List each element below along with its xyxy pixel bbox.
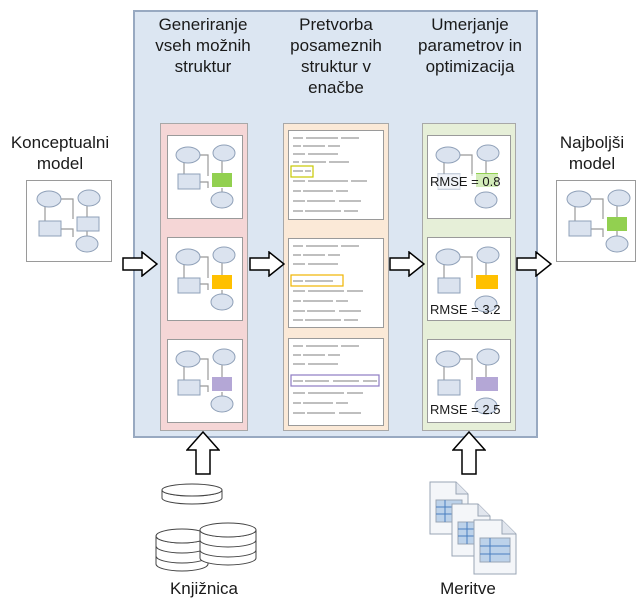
best-model-diagram-icon: [566, 189, 631, 253]
calibrated-structure-card: RMSE = 0.8: [427, 135, 511, 219]
calibrated-structure-card: RMSE = 3.2: [427, 237, 511, 321]
structure-orange-icon: [175, 246, 236, 311]
arrow-right-icon: [389, 251, 425, 277]
best-model-card: [556, 180, 636, 262]
arrow-up-icon: [452, 431, 486, 475]
structure-purple-icon: [435, 348, 500, 415]
structure-purple-icon: [175, 348, 236, 413]
arrow-up-icon: [186, 431, 220, 475]
structure-card: [167, 135, 243, 219]
conceptual-model-card: [26, 180, 112, 262]
column-heading-generation: Generiranje vseh možnih struktur: [155, 15, 251, 76]
equation-card: [288, 238, 384, 328]
best-model-label: Najboljši model: [559, 133, 625, 173]
equation-card: [288, 130, 384, 220]
equation-lines-icon: [290, 245, 363, 321]
measurements-documents-icon: [429, 481, 517, 575]
calibrated-structure-card: RMSE = 2.5: [427, 339, 511, 423]
arrow-right-icon: [516, 251, 552, 277]
structure-green-icon: [175, 144, 236, 209]
structure-orange-icon: [435, 246, 500, 313]
conceptual-model-diagram-icon: [36, 189, 101, 253]
rmse-label: RMSE = 2.5: [430, 402, 501, 417]
equation-lines-icon: [290, 137, 367, 212]
column-heading-calibration: Umerjanje parametrov in optimizacija: [418, 15, 522, 76]
library-label: Knjižnica: [169, 579, 239, 598]
equation-card: [288, 338, 384, 426]
structure-card: [167, 339, 243, 423]
library-database-icon: [155, 483, 257, 572]
column-heading-conversion: Pretvorba posameznih struktur v enačbe: [290, 15, 382, 97]
arrow-right-icon: [122, 251, 158, 277]
equation-lines-icon: [290, 345, 380, 414]
arrow-right-icon: [249, 251, 285, 277]
measurements-label: Meritve: [440, 579, 496, 598]
structure-card: [167, 237, 243, 321]
rmse-label: RMSE = 0.8: [430, 174, 501, 189]
rmse-label: RMSE = 3.2: [430, 302, 501, 317]
conceptual-model-label: Konceptualni model: [10, 133, 110, 173]
